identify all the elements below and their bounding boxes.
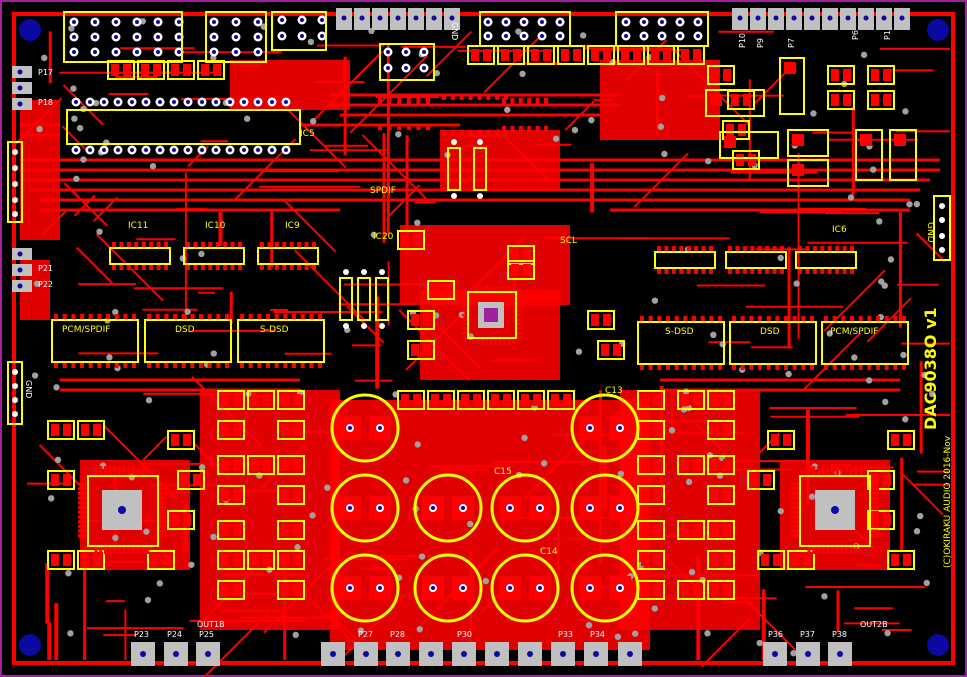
dac-right	[799, 475, 871, 547]
mounting-hole-bl	[19, 634, 41, 656]
c13-label: C13	[605, 386, 623, 396]
pin-p10: P10	[738, 33, 747, 48]
ic20-label: IC20	[373, 232, 394, 242]
header-j3	[271, 11, 327, 51]
generated-layer	[12, 12, 955, 677]
pin-p30: P30	[457, 630, 472, 639]
pin-p36: P36	[768, 630, 783, 639]
mounting-hole-tl	[19, 19, 41, 41]
pin-p6: P6	[851, 30, 860, 40]
pin-p34: P34	[590, 630, 605, 639]
ic2-label: PCM/SPDIF	[830, 327, 878, 337]
ic9-label: IC9	[285, 221, 300, 231]
c14-label: C14	[540, 547, 558, 557]
pin-out2b: OUT2B	[860, 620, 888, 629]
upper-chips: IC11 IC10 IC9 IC6 IC5	[66, 109, 857, 269]
mounting-hole-br	[927, 634, 949, 656]
ic16-label: DSD	[175, 325, 195, 335]
pin-p25: P25	[199, 630, 214, 639]
header-j1	[63, 11, 183, 63]
top-connector-pins	[336, 8, 910, 30]
pin-top-gnd: GND	[450, 22, 459, 40]
pin-p7: P7	[787, 38, 796, 48]
pin-p38: P38	[832, 630, 847, 639]
pin-p21: P21	[38, 264, 53, 273]
ic6-label: IC6	[832, 225, 847, 235]
pin-p37: P37	[800, 630, 815, 639]
left-connector-pins	[7, 66, 32, 425]
ic3-label: S-DSD	[665, 327, 694, 337]
electrolytic-caps	[330, 393, 640, 623]
mcu-center	[484, 308, 498, 322]
pin-p23: P23	[134, 630, 149, 639]
bottom-connector-pins	[131, 642, 852, 666]
pin-out1b: OUT1B	[197, 620, 225, 629]
ic4-label: DSD	[760, 327, 780, 337]
ic17-label: PCM/SPDIF	[62, 325, 110, 335]
dac-left	[87, 475, 159, 547]
mounting-hole-tr	[927, 19, 949, 41]
mcu-outline	[467, 291, 517, 339]
c15-label: C15	[494, 467, 512, 477]
ic11-label: IC11	[128, 221, 148, 231]
header-j6	[379, 43, 435, 81]
right-gnd-connector	[933, 195, 951, 261]
pin-p24: P24	[167, 630, 182, 639]
logic-ic-row: PCM/SPDIF DSD S-DSD S-DSD DSD PCM/SPDIF	[51, 319, 909, 365]
pin-p28: P28	[390, 630, 405, 639]
ic15-label: S-DSD	[260, 325, 289, 335]
board-title: DAC9038O v1	[921, 307, 940, 430]
header-j5	[615, 11, 709, 47]
pin-p18: P18	[38, 98, 53, 107]
scl-label: SCL	[560, 236, 577, 246]
pin-p22: P22	[38, 280, 53, 289]
pin-left-gnd: GND	[24, 380, 33, 398]
pin-p9: P9	[756, 38, 765, 48]
pin-p27: P27	[358, 630, 373, 639]
ic5-label: IC5	[300, 129, 315, 139]
pin-p33: P33	[558, 630, 573, 639]
header-j4	[479, 11, 571, 47]
header-j2	[205, 11, 267, 63]
board-copyright: (C)OKIRAKU AUDIO 2016-Nov	[943, 435, 953, 568]
pin-p17: P17	[38, 68, 53, 77]
spdif-label: SPDIF	[370, 186, 396, 196]
ic10-label: IC10	[205, 221, 226, 231]
pin-right-gnd: GND	[925, 222, 935, 243]
pin-p1: P1	[883, 30, 892, 40]
